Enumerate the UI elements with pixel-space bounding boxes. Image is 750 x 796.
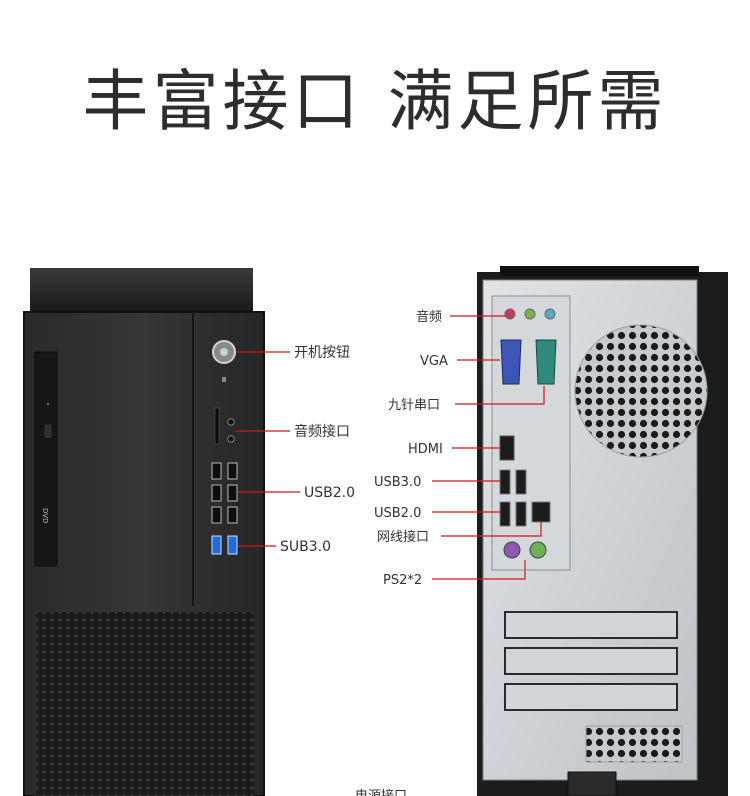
- rear-label-usb20: USB2.0: [374, 506, 421, 521]
- rear-usb3-port[interactable]: [515, 469, 527, 495]
- front-label-audio-jack: 音频接口: [294, 423, 350, 440]
- front-callouts: [236, 351, 300, 547]
- rear-tower: [477, 266, 728, 796]
- rear-label-ps2: PS2*2: [383, 573, 422, 588]
- front-usb2-port[interactable]: [227, 506, 238, 524]
- front-audio-jack-2[interactable]: [227, 435, 235, 443]
- rear-audio-jack-green[interactable]: [524, 308, 536, 320]
- front-usb2-port[interactable]: [211, 484, 222, 502]
- page-headline: 丰富接口 满足所需: [82, 63, 668, 140]
- front-usb3-port[interactable]: [211, 535, 222, 555]
- expansion-slot-cover: [504, 683, 678, 711]
- front-tower: DVD: [23, 268, 265, 796]
- rear-audio-jack-blue[interactable]: [544, 308, 556, 320]
- power-supply-socket[interactable]: [567, 771, 617, 796]
- rear-label-vga: VGA: [420, 354, 448, 369]
- front-usb2-port[interactable]: [227, 462, 238, 480]
- rear-usb2-port[interactable]: [515, 501, 527, 527]
- rear-label-serial: 九针串口: [388, 398, 440, 413]
- rear-usb2-port[interactable]: [499, 501, 511, 527]
- svg-text:DVD: DVD: [41, 508, 49, 523]
- rear-ethernet-port[interactable]: [531, 501, 551, 523]
- rear-ps2-port-purple[interactable]: [503, 541, 521, 559]
- rear-io-shield: [491, 295, 571, 571]
- rear-label-ethernet: 网线接口: [377, 529, 429, 545]
- expansion-slot-cover: [504, 647, 678, 675]
- rear-usb3-port[interactable]: [499, 469, 511, 495]
- front-label-power-button: 开机按钮: [294, 345, 350, 361]
- front-usb2-port[interactable]: [227, 484, 238, 502]
- optical-drive-bay: [34, 351, 58, 567]
- expansion-slot-cover: [504, 611, 678, 639]
- rear-audio-jack-pink[interactable]: [504, 308, 516, 320]
- front-label-usb20: USB2.0: [304, 485, 355, 501]
- rear-serial-port[interactable]: [535, 339, 557, 385]
- front-usb3-port[interactable]: [227, 535, 238, 555]
- front-label-usb30: SUB3.0: [280, 539, 331, 555]
- rear-vga-port[interactable]: [500, 339, 522, 385]
- rear-label-audio: 音频: [416, 309, 442, 325]
- front-usb2-port[interactable]: [211, 462, 222, 480]
- rear-callouts: [432, 315, 545, 580]
- front-usb2-port[interactable]: [211, 506, 222, 524]
- rear-label-hdmi: HDMI: [408, 442, 443, 457]
- rear-label-power: 电源接口: [355, 788, 407, 796]
- rear-ps2-port-green[interactable]: [529, 541, 547, 559]
- rear-fan-grille: [574, 324, 708, 458]
- front-audio-jack-1[interactable]: [227, 418, 235, 426]
- card-reader-slot: [214, 407, 220, 445]
- rear-hdmi-port[interactable]: [499, 435, 515, 461]
- front-mesh-grille: [36, 612, 254, 796]
- rear-label-usb30: USB3.0: [374, 475, 421, 490]
